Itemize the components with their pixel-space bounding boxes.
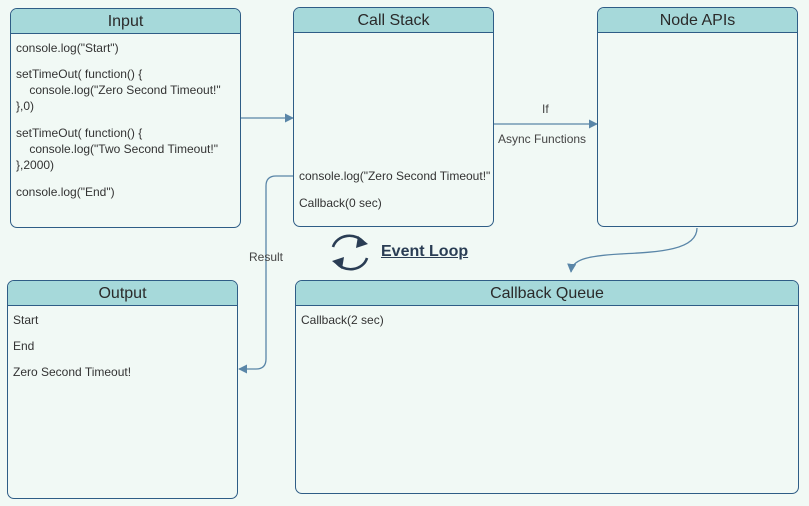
nodeapis-to-queue-arrow	[567, 227, 698, 273]
call-stack-panel: Call Stack	[293, 7, 494, 227]
callback-queue-item: Callback(2 sec)	[301, 313, 384, 327]
output-panel-title: Output	[8, 281, 237, 306]
output-line: End	[13, 339, 35, 353]
input-line: setTimeOut( function() {	[16, 126, 143, 140]
node-apis-panel: Node APIs	[597, 7, 798, 227]
input-panel-title: Input	[11, 9, 240, 34]
input-line: console.log("End")	[16, 185, 115, 199]
output-line: Zero Second Timeout!	[13, 365, 132, 379]
call-stack-item: Callback(0 sec)	[299, 196, 382, 210]
output-line: Start	[13, 313, 39, 327]
if-label: If	[542, 102, 549, 116]
node-apis-panel-title: Node APIs	[598, 8, 797, 33]
input-line: setTimeOut( function() {	[16, 67, 143, 81]
output-panel: Output	[7, 280, 238, 499]
callback-queue-panel-title: Callback Queue	[296, 281, 798, 306]
input-line: },2000)	[16, 158, 55, 172]
event-loop-title: Event Loop	[381, 243, 469, 260]
call-stack-panel-title: Call Stack	[294, 8, 493, 33]
input-line: console.log("Zero Second Timeout!"	[16, 83, 221, 97]
input-line: },0)	[16, 99, 35, 113]
call-stack-item: console.log("Zero Second Timeout!"	[299, 169, 491, 183]
input-line: console.log("Two Second Timeout!"	[16, 142, 218, 156]
callstack-to-output-arrow	[238, 175, 296, 374]
input-panel: Input	[10, 8, 241, 228]
input-line: console.log("Start")	[16, 41, 119, 55]
callback-queue-panel: Callback Queue	[295, 280, 799, 494]
async-functions-label: Async Functions	[498, 132, 587, 146]
result-label: Result	[249, 250, 284, 264]
